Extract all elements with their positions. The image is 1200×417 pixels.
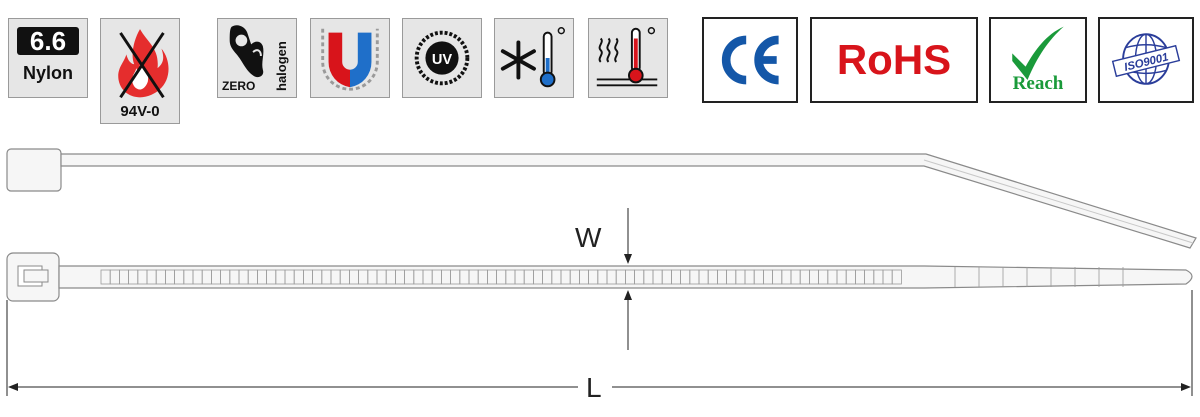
- strap-teeth: [100, 269, 902, 285]
- length-arrow-left: [8, 383, 18, 391]
- width-arrow-bottom-head: [624, 290, 632, 300]
- flame-retardant-icon: 94V-0: [100, 18, 180, 124]
- width-label: W: [575, 222, 602, 253]
- non-magnetic-icon: [310, 18, 390, 98]
- tie-head-side: [6, 148, 62, 192]
- checkmark-icon: [1012, 26, 1064, 81]
- sun-uv-icon: UV: [414, 30, 470, 86]
- iso-globe-icon: ISO9001: [1111, 33, 1181, 85]
- ce-text: CE: [749, 98, 751, 100]
- snowflake-thermometer-icon: [500, 27, 565, 88]
- uv-text: UV: [432, 52, 453, 68]
- rohs-text: RoHS: [836, 36, 952, 83]
- width-arrow-top-head: [624, 254, 632, 264]
- front-tie-view: [6, 252, 1193, 302]
- flame-rating: 94V-0: [120, 103, 160, 120]
- length-dimension: [6, 290, 1193, 396]
- reach-mark: Reach: [989, 17, 1087, 103]
- length-arrow-right: [1181, 383, 1191, 391]
- length-label: L: [586, 372, 602, 403]
- magnet-icon: [321, 28, 379, 91]
- tail-ridges: [954, 267, 1124, 287]
- zero-text: ZERO: [222, 79, 256, 93]
- uv-resistant-icon: UV: [402, 18, 482, 98]
- strap-tail-edge: [923, 159, 1194, 244]
- zero-halogen-icon: ZERO halogen: [217, 18, 297, 98]
- head-pawl: [23, 269, 49, 283]
- nylon-grade: 6.6: [17, 27, 79, 55]
- heat-resistant-icon: [588, 18, 668, 98]
- strap-tooth: [891, 269, 902, 285]
- reach-text: Reach: [1012, 73, 1064, 94]
- heat-thermometer-icon: [596, 27, 658, 87]
- flame-crossed-icon: [118, 29, 169, 99]
- tie-strap-side: [60, 153, 1197, 249]
- nylon-material: Nylon: [22, 63, 73, 83]
- iso9001-mark: ISO9001: [1098, 17, 1194, 103]
- ce-mark: CE: [702, 17, 798, 103]
- cold-resistant-icon: [494, 18, 574, 98]
- ce-icon: CE: [721, 35, 779, 100]
- width-dimension: [624, 208, 632, 350]
- nylon-66-icon: 6.6 Nylon: [8, 18, 88, 98]
- top-tie-view: [6, 148, 1197, 249]
- hand-ok-icon: [229, 25, 264, 78]
- rohs-mark: RoHS: [810, 17, 978, 103]
